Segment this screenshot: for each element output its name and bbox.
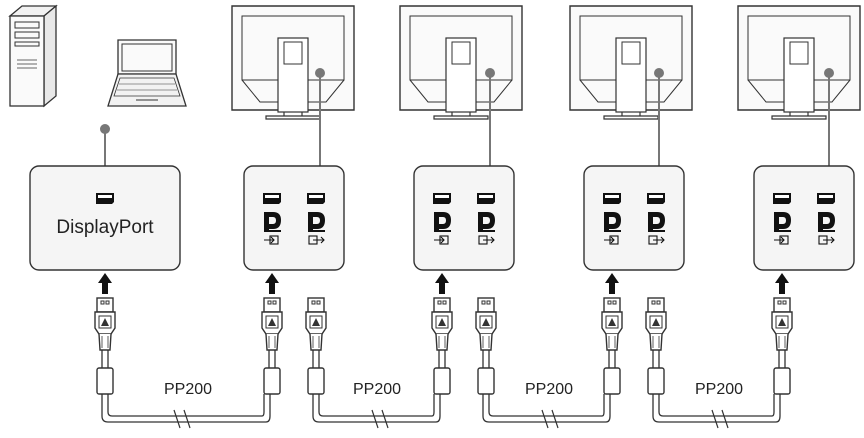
cable-1: PP200	[94, 297, 283, 429]
monitor-port-panel-1	[243, 165, 345, 271]
displayport-socket-icon	[477, 193, 495, 204]
connection-dot	[654, 68, 664, 78]
cable-4: PP200	[645, 297, 793, 429]
displayport-socket-icon	[307, 193, 325, 204]
cable-label-3: PP200	[525, 381, 573, 398]
arrow-up-icon	[605, 273, 619, 294]
displayport-plug-icon	[771, 297, 793, 395]
monitor-rear-icon	[737, 5, 861, 120]
displayport-socket-icon	[647, 193, 665, 204]
monitor-port-panel-4	[753, 165, 855, 271]
displayport-socket-icon	[433, 193, 451, 204]
connection-dot	[100, 124, 110, 134]
monitor-rear-icon	[399, 5, 523, 120]
source-port-panel: DisplayPort	[29, 165, 181, 271]
displayport-plug-icon	[475, 297, 497, 395]
displayport-plug-icon	[305, 297, 327, 395]
cable-label-4: PP200	[695, 381, 743, 398]
displayport-socket-icon	[773, 193, 791, 204]
monitor-rear-icon	[569, 5, 693, 120]
cable-label-2: PP200	[353, 381, 401, 398]
arrow-up-icon	[98, 273, 112, 294]
displayport-socket-icon	[603, 193, 621, 204]
connection-dot	[485, 68, 495, 78]
cable-label-1: PP200	[164, 381, 212, 398]
arrow-up-icon	[435, 273, 449, 294]
displayport-socket-icon	[817, 193, 835, 204]
monitor-rear-icon	[231, 5, 355, 120]
displayport-plug-icon	[601, 297, 623, 395]
connection-dot	[824, 68, 834, 78]
displayport-plug-icon	[645, 297, 667, 395]
desktop-tower-icon	[8, 4, 58, 108]
monitor-port-panel-2	[413, 165, 515, 271]
displayport-socket-icon	[96, 193, 114, 204]
displayport-socket-icon	[263, 193, 281, 204]
source-port-label: DisplayPort	[56, 217, 154, 238]
cable-3: PP200	[475, 297, 623, 429]
cable-2: PP200	[305, 297, 453, 429]
displayport-plug-icon	[94, 297, 116, 395]
displayport-plug-icon	[261, 297, 283, 395]
arrow-up-icon	[775, 273, 789, 294]
arrow-up-icon	[265, 273, 279, 294]
monitor-port-panel-3	[583, 165, 685, 271]
laptop-icon	[107, 39, 187, 107]
connection-dot	[315, 68, 325, 78]
displayport-plug-icon	[431, 297, 453, 395]
